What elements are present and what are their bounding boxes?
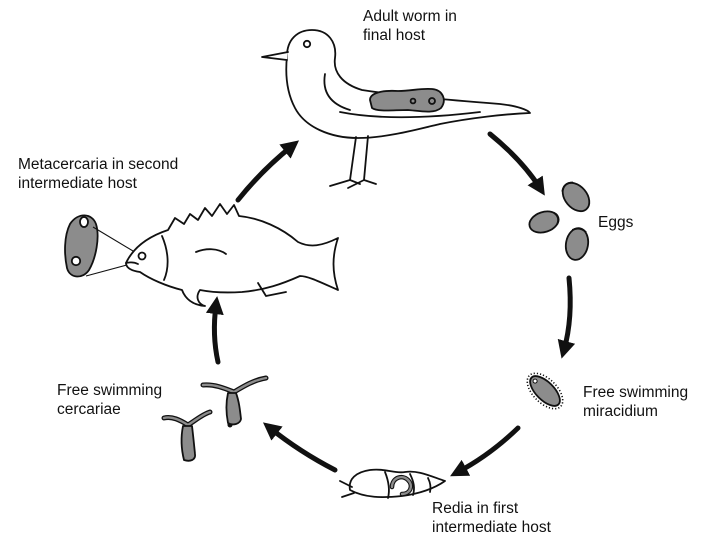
seagull-icon bbox=[262, 30, 530, 188]
label-redia: Redia in first intermediate host bbox=[432, 499, 551, 537]
cycle-arrows bbox=[214, 134, 570, 472]
label-adult-worm: Adult worm in final host bbox=[363, 7, 457, 45]
label-adult-line1: Adult worm in bbox=[363, 7, 457, 26]
label-cercariae: Free swimming cercariae bbox=[57, 381, 162, 419]
arrow-bird-to-eggs bbox=[490, 134, 540, 188]
label-redia-line1: Redia in first bbox=[432, 499, 551, 518]
label-redia-line2: intermediate host bbox=[432, 518, 551, 537]
label-cercariae-line1: Free swimming bbox=[57, 381, 162, 400]
snail-icon bbox=[340, 470, 445, 498]
label-eggs: Eggs bbox=[598, 213, 633, 232]
label-metacercaria: Metacercaria in second intermediate host bbox=[18, 155, 178, 193]
label-miracidium: Free swimming miracidium bbox=[583, 383, 688, 421]
egg-icon bbox=[527, 178, 595, 262]
label-miracidium-line1: Free swimming bbox=[583, 383, 688, 402]
label-adult-line2: final host bbox=[363, 26, 457, 45]
arrow-cercariae-to-fish bbox=[214, 305, 218, 362]
cercaria-icon bbox=[164, 378, 266, 461]
label-metacercaria-line1: Metacercaria in second bbox=[18, 155, 178, 174]
arrow-fish-to-bird bbox=[238, 146, 292, 200]
label-metacercaria-line2: intermediate host bbox=[18, 174, 178, 193]
label-eggs-line1: Eggs bbox=[598, 213, 633, 232]
fish-icon bbox=[126, 204, 338, 306]
label-cercariae-line2: cercariae bbox=[57, 400, 162, 419]
label-miracidium-line2: miracidium bbox=[583, 402, 688, 421]
arrow-eggs-to-miracidium bbox=[564, 278, 570, 350]
arrow-snail-to-cercariae bbox=[270, 428, 335, 470]
miracidium-icon bbox=[521, 367, 569, 415]
arrow-miracidium-to-snail bbox=[458, 428, 518, 472]
